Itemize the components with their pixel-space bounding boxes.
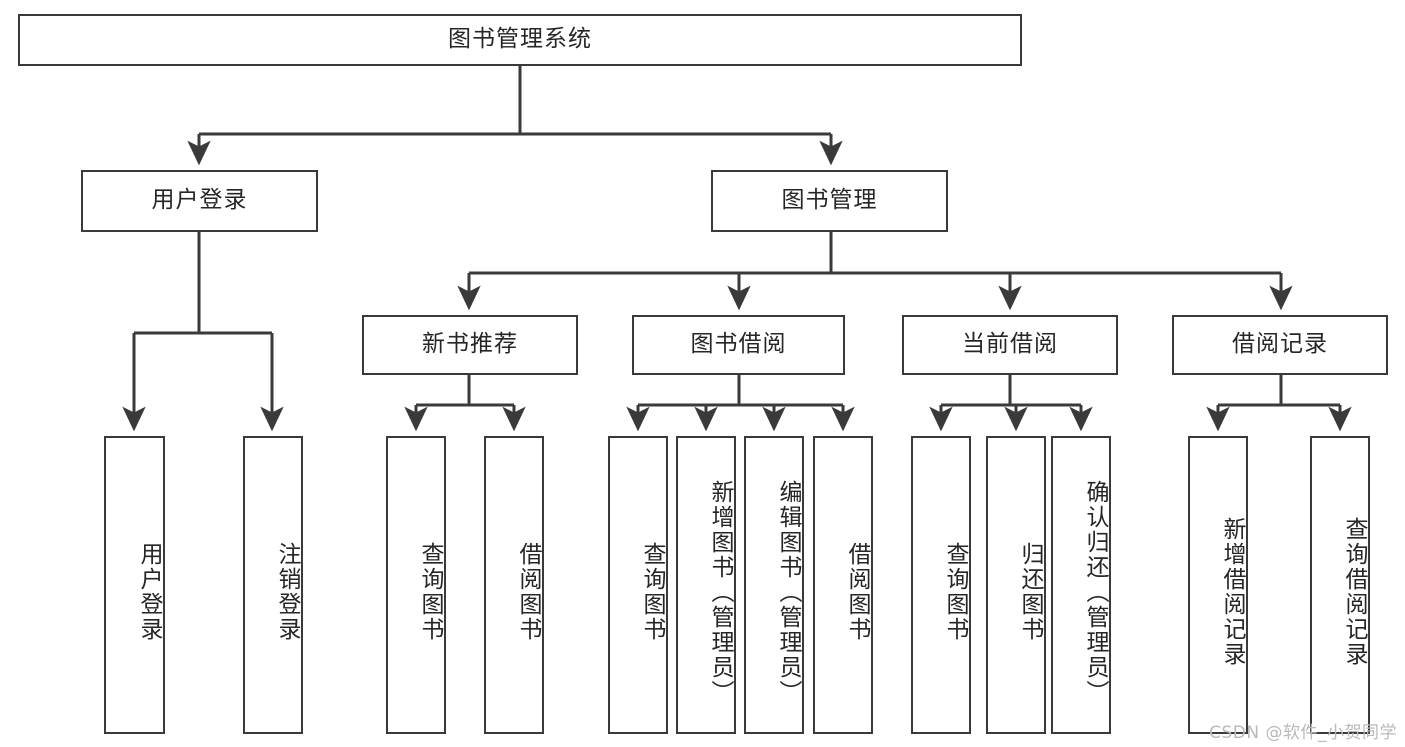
leaf-query-book-recommend[interactable]: 查询图书 (386, 436, 446, 734)
leaf-label: 用户登录 (136, 542, 162, 642)
node-root[interactable]: 图书管理系统 (18, 14, 1022, 66)
leaf-label: 新增图书（管理员） (707, 479, 733, 705)
leaf-label: 查询图书 (417, 542, 443, 642)
leaf-label: 新增借阅记录 (1219, 517, 1245, 667)
leaf-label: 注销登录 (274, 542, 300, 642)
leaf-label: 查询图书 (942, 542, 968, 642)
leaf-query-book-current[interactable]: 查询图书 (911, 436, 971, 734)
node-current-borrow[interactable]: 当前借阅 (902, 315, 1118, 375)
leaf-borrow-book-recommend[interactable]: 借阅图书 (484, 436, 544, 734)
node-book-management[interactable]: 图书管理 (711, 170, 948, 232)
leaf-label: 确认归还（管理员） (1082, 479, 1108, 705)
leaf-add-borrow-record[interactable]: 新增借阅记录 (1188, 436, 1248, 734)
leaf-borrow-book[interactable]: 借阅图书 (813, 436, 873, 734)
leaf-user-login[interactable]: 用户登录 (104, 436, 165, 734)
leaf-confirm-return-admin[interactable]: 确认归还（管理员） (1051, 436, 1111, 734)
leaf-label: 查询图书 (639, 542, 665, 642)
leaf-add-book-admin[interactable]: 新增图书（管理员） (676, 436, 736, 734)
csdn-watermark: CSDN @软件_小贺同学 (1209, 723, 1397, 743)
leaf-label: 借阅图书 (844, 542, 870, 642)
leaf-query-book-borrow[interactable]: 查询图书 (608, 436, 668, 734)
node-book-borrow[interactable]: 图书借阅 (632, 315, 845, 375)
leaf-label: 归还图书 (1017, 542, 1043, 642)
leaf-edit-book-admin[interactable]: 编辑图书（管理员） (744, 436, 804, 734)
node-new-book-recommend[interactable]: 新书推荐 (362, 315, 578, 375)
node-user-login[interactable]: 用户登录 (81, 170, 318, 232)
leaf-return-book[interactable]: 归还图书 (986, 436, 1046, 734)
leaf-logout[interactable]: 注销登录 (243, 436, 303, 734)
leaf-label: 借阅图书 (515, 542, 541, 642)
leaf-label: 编辑图书（管理员） (775, 479, 801, 705)
leaf-label: 查询借阅记录 (1341, 517, 1367, 667)
leaf-query-borrow-record[interactable]: 查询借阅记录 (1310, 436, 1370, 734)
node-borrow-records[interactable]: 借阅记录 (1172, 315, 1388, 375)
